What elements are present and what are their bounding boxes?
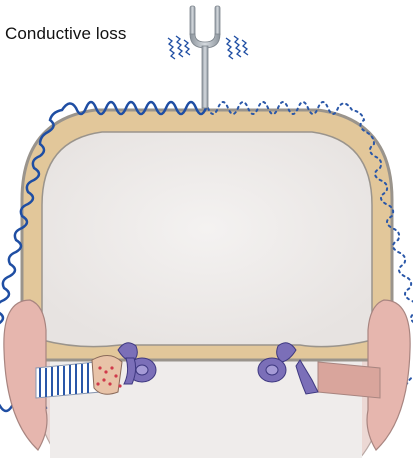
left-inner-ear (117, 342, 157, 385)
tuning-fork-icon (189, 5, 221, 109)
sound-wave-dotted (207, 101, 413, 388)
sound-wave-solid (0, 100, 208, 413)
right-ear-canal (317, 361, 381, 399)
brain-cavity (41, 131, 373, 348)
right-inner-ear (257, 342, 319, 395)
middle-ear-blockage (91, 355, 123, 395)
left-ear (3, 299, 48, 451)
sound-wave-icon (167, 35, 249, 60)
figure-title: Conductive loss (5, 24, 127, 43)
left-ear-canal (35, 361, 101, 399)
right-ear (366, 299, 411, 451)
